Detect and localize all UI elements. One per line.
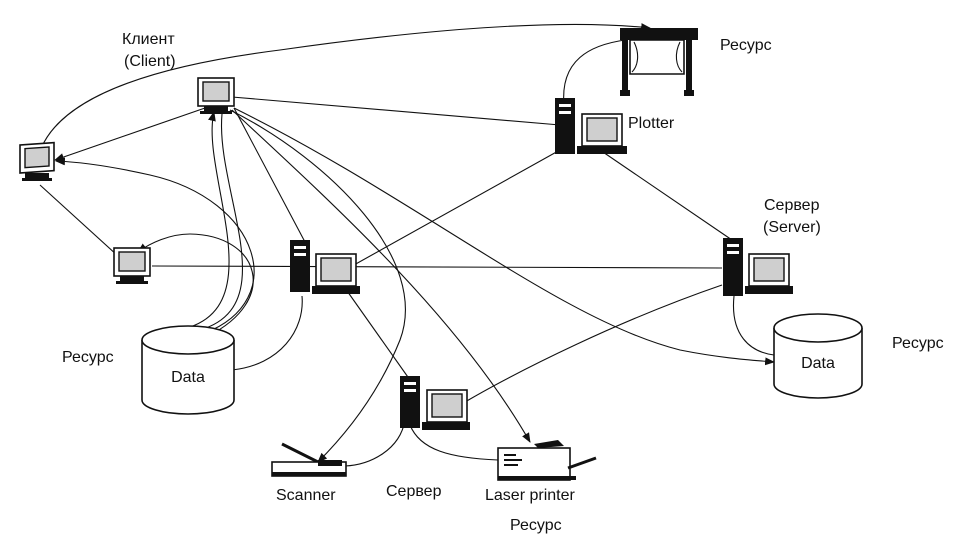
label-server-en: (Server) xyxy=(763,219,821,236)
laser-printer-device xyxy=(497,440,597,481)
scanner-device xyxy=(271,442,347,477)
link-client-left-to-client-mid xyxy=(39,184,119,257)
link-client-top-to-right-data xyxy=(233,107,775,366)
label-client-ru: Клиент xyxy=(122,31,175,48)
database-left-label: Data xyxy=(171,369,205,386)
link-bottom-server-to-scanner xyxy=(344,419,406,467)
link-client-top-to-center-server xyxy=(233,107,306,243)
label-server-ru: Сервер xyxy=(764,197,820,214)
link-data-left-to-client-left xyxy=(55,157,255,334)
server-bottom xyxy=(400,376,470,430)
link-bottom-server-to-printer xyxy=(409,424,499,461)
label-resource-plotter: Ресурс xyxy=(720,37,772,54)
link-center-server-to-data-left xyxy=(231,295,303,371)
label-laser-printer: Laser printer xyxy=(485,487,575,504)
link-plotter-server-to-right-server xyxy=(599,149,733,241)
link-right-server-to-data-right xyxy=(732,295,775,356)
label-resource-data-left: Ресурс xyxy=(62,349,114,366)
link-client-top-to-scanner xyxy=(229,109,406,463)
link-client-mid-to-right-server xyxy=(151,265,723,269)
link-data-left-to-client-top-2 xyxy=(199,113,244,331)
link-center-server-to-plotter-server xyxy=(344,149,561,271)
server-plotter xyxy=(555,98,627,154)
connections xyxy=(35,23,775,467)
server-center xyxy=(290,240,360,294)
link-center-server-to-bottom-server xyxy=(344,287,411,381)
label-server-bottom: Сервер xyxy=(386,483,442,500)
link-plotter-server-to-plotter xyxy=(563,39,626,106)
plotter-device xyxy=(620,28,698,96)
client-mid-monitor xyxy=(113,247,151,284)
label-scanner: Scanner xyxy=(276,487,336,504)
database-left: Data xyxy=(141,325,235,415)
link-right-server-to-bottom-server xyxy=(464,284,723,403)
link-client-top-to-plotter-server xyxy=(231,96,561,126)
server-right xyxy=(723,238,793,296)
client-top-monitor xyxy=(197,77,235,114)
link-client-top-to-printer xyxy=(231,109,531,443)
link-client-left-to-plotter xyxy=(35,23,651,171)
database-right-label: Data xyxy=(801,355,835,372)
database-right: Data xyxy=(773,313,863,399)
label-resource-printer: Ресурс xyxy=(510,517,562,534)
label-resource-data-right: Ресурс xyxy=(892,335,944,352)
client-left-monitor xyxy=(19,141,55,181)
link-data-left-to-client-mid xyxy=(137,233,254,337)
label-client-en: (Client) xyxy=(124,53,176,70)
link-client-top-to-client-left xyxy=(54,107,206,161)
link-data-left-to-client-top xyxy=(189,111,230,328)
label-plotter: Plotter xyxy=(628,115,675,132)
